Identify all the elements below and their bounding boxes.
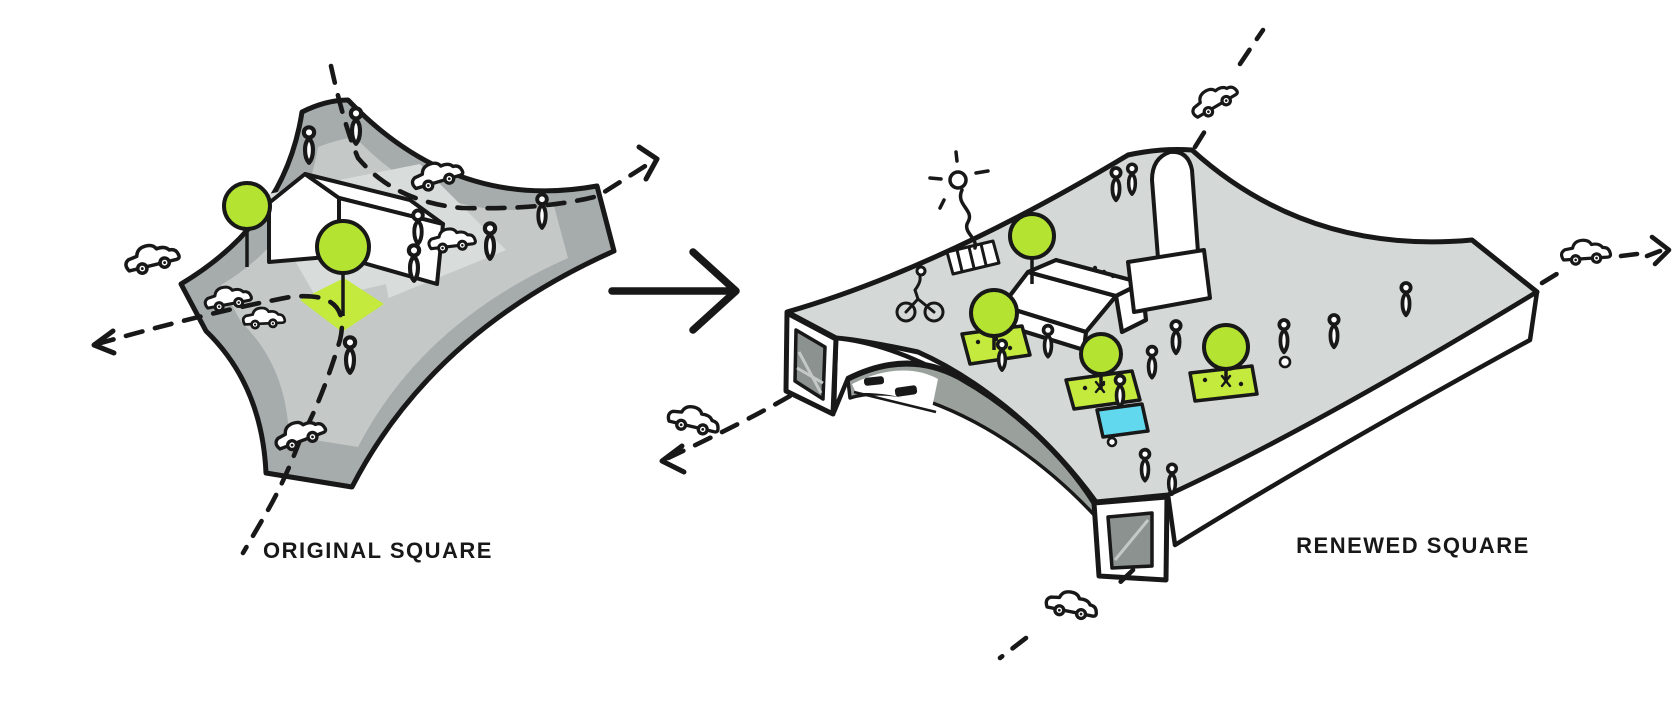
- route-arrowhead-right-exit: [1644, 234, 1672, 267]
- traffic-route-top-exit: [1192, 128, 1208, 150]
- pedestrian-icon: [1399, 281, 1413, 318]
- tree-icon: [969, 288, 1019, 350]
- car-icon: [1185, 75, 1243, 125]
- right-exit-dash: [1618, 251, 1640, 259]
- pedestrian-icon: [1125, 162, 1139, 196]
- pedestrian-icon: [1277, 318, 1291, 355]
- tree-icon: [315, 219, 371, 316]
- pedestrian-icon: [1109, 166, 1123, 203]
- traffic-route-left-bottom: [94, 293, 345, 556]
- traffic-route-top-exit-cont: [1237, 27, 1266, 67]
- pedestrian-icon: [345, 337, 355, 373]
- pedestrian-icon: [1165, 462, 1179, 496]
- caption-renewed-square: RENEWED SQUARE: [1296, 533, 1530, 558]
- caption-original-square: ORIGINAL SQUARE: [263, 538, 493, 563]
- pedestrian-icon: [1113, 373, 1127, 409]
- tree-icon: [1008, 212, 1056, 284]
- tunnel-road-line: [853, 390, 937, 414]
- pedestrian-icon: [535, 192, 549, 230]
- traffic-route-bottom-exit-cont: [997, 635, 1029, 661]
- route-arrowhead-left: [91, 328, 117, 356]
- plaza-detail-dot: [1278, 355, 1292, 369]
- traffic-route-bottom-exit: [1109, 567, 1136, 593]
- car-icon: [1042, 586, 1101, 623]
- original-square-illustration: [91, 63, 660, 556]
- pedestrian-icon: [1327, 313, 1341, 350]
- plaza-detail-dot: [1106, 436, 1118, 448]
- stairs-icon: [945, 239, 1001, 276]
- pedestrian-icon: [411, 208, 425, 246]
- renewed-square-illustration: [659, 27, 1672, 661]
- pedestrian-icon: [409, 245, 419, 281]
- traffic-route-right-exit: [1539, 269, 1563, 286]
- pedestrian-icon: [1041, 323, 1055, 359]
- transform-arrow-icon: [608, 248, 740, 334]
- car-in-tunnel-icon: [863, 376, 885, 386]
- route-arrowhead-right: [636, 144, 660, 182]
- pedestrian-icon: [351, 108, 361, 144]
- sun-icon: [928, 150, 990, 250]
- sun-squiggle: [958, 188, 978, 250]
- tree-icon: [1079, 332, 1123, 390]
- deck-side-face: [1165, 289, 1540, 548]
- traffic-route-left-exit: [665, 393, 793, 461]
- cyclist-icon: [895, 265, 945, 323]
- tree-icon: [222, 181, 272, 267]
- pedestrian-icon: [485, 223, 495, 259]
- car-icon: [1558, 236, 1613, 267]
- bottom-tunnel-portal: [1091, 494, 1170, 583]
- car-in-tunnel-icon: [894, 385, 918, 397]
- car-icon: [120, 236, 183, 279]
- planter-icon: [1188, 364, 1259, 403]
- pedestrian-icon: [1145, 344, 1159, 380]
- roof-path-dots: [1092, 265, 1116, 279]
- tree-icon: [1202, 323, 1250, 383]
- traffic-route-top-right: [328, 63, 653, 211]
- pedestrian-icon: [1169, 319, 1183, 356]
- wall-building-icon: [1126, 149, 1212, 314]
- route-arrowhead-left-exit: [659, 443, 687, 475]
- car-icon: [664, 400, 724, 439]
- left-tunnel-portal: [783, 310, 839, 417]
- pedestrian-icon: [1138, 447, 1152, 483]
- water-feature: [1095, 402, 1150, 439]
- pedestrian-icon: [304, 127, 314, 163]
- pedestrian-icon: [995, 338, 1009, 372]
